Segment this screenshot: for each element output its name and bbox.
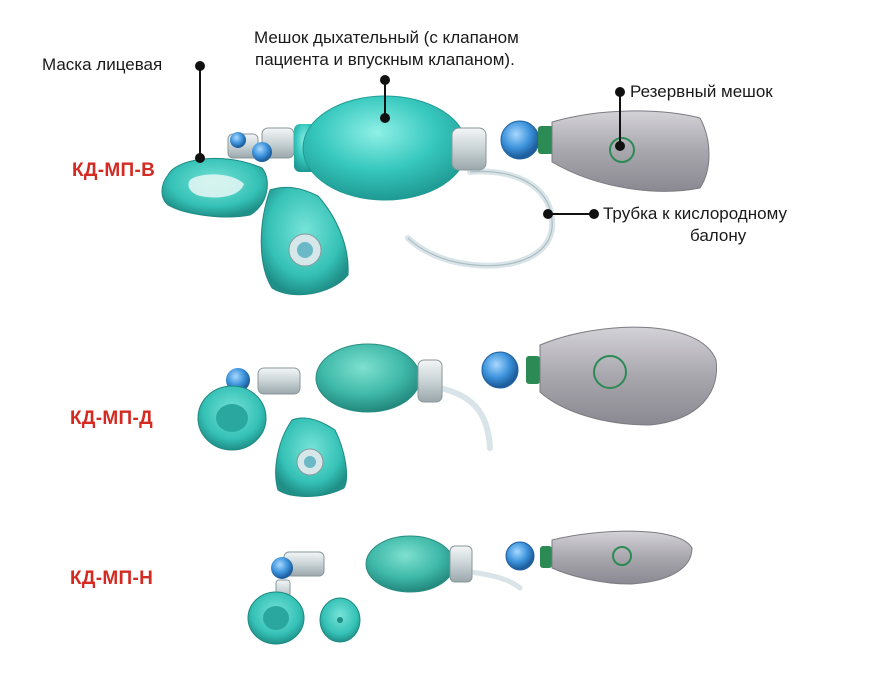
reservoir-valve (505, 541, 535, 571)
reservoir-collar (540, 546, 552, 568)
model-label-kd-mp-d: КД-МП-Д (70, 408, 153, 429)
device-kd-mp-d (197, 326, 717, 497)
spare-cap-hole (337, 617, 343, 623)
reservoir-valve (500, 120, 540, 160)
label-face-mask: Маска лицевая (42, 55, 163, 74)
mask-opening (263, 606, 289, 630)
callout-tube-dot-end (589, 209, 599, 219)
reservoir-bag (551, 530, 693, 585)
mask-port-hole (297, 242, 313, 258)
connector (257, 367, 301, 395)
label-oxygen-tube-line1: Трубка к кислородному (603, 204, 787, 223)
callout-mask-dot-end (195, 153, 205, 163)
reservoir-valve (481, 351, 519, 389)
oxygen-tube (467, 569, 523, 591)
device-kd-mp-v (161, 95, 710, 296)
model-label-kd-mp-n: КД-МП-Н (70, 568, 154, 589)
patient-valve (252, 142, 272, 162)
elbow-valve (230, 132, 246, 148)
oxygen-tube (437, 385, 493, 451)
callout-bag-dot-end (380, 113, 390, 123)
device-kd-mp-n (247, 530, 693, 645)
callouts (195, 61, 625, 219)
callout-bag-dot-top (380, 75, 390, 85)
callout-tube-dot-start (543, 209, 553, 219)
oxygen-tube-edge (407, 170, 553, 267)
intake-valve (449, 545, 473, 583)
model-label-kd-mp-v: КД-МП-В (72, 160, 156, 181)
mask-opening (188, 174, 244, 198)
breathing-bag (315, 343, 421, 413)
label-oxygen-tube-line2: балону (690, 226, 747, 245)
label-breathing-bag-line1: Мешок дыхательный (с клапаном (254, 28, 519, 47)
label-breathing-bag-line2: пациента и впускным клапаном). (255, 50, 515, 69)
mask-opening (216, 404, 248, 432)
reservoir-stamp (612, 546, 632, 566)
mask-port-hole (304, 456, 316, 468)
reservoir-collar (538, 126, 554, 154)
reservoir-stamp (609, 137, 635, 163)
intake-valve (417, 359, 443, 403)
patient-valve (271, 557, 293, 579)
breathing-bag (365, 535, 455, 593)
reservoir-bag (539, 326, 717, 426)
intake-valve (451, 127, 487, 171)
reservoir-stamp (593, 355, 627, 389)
callout-mask-dot-top (195, 61, 205, 71)
callout-reservoir-dot-top (615, 87, 625, 97)
reservoir-bag (551, 110, 710, 192)
reservoir-collar (526, 356, 540, 384)
callout-reservoir-dot-end (615, 141, 625, 151)
label-reservoir-bag: Резервный мешок (630, 82, 773, 101)
